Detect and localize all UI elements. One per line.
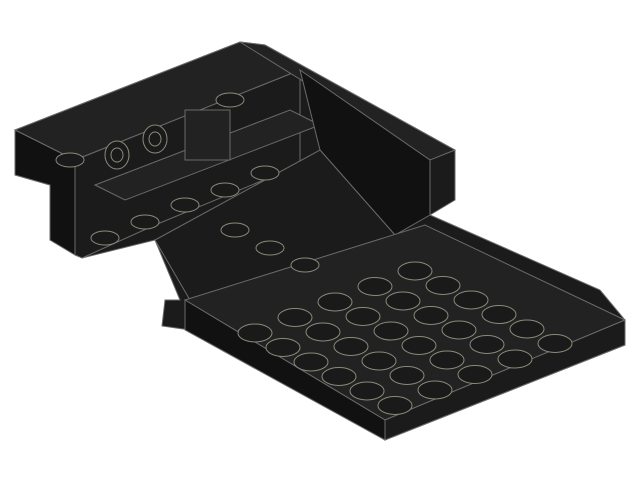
stud-grid bbox=[55, 92, 573, 415]
stud bbox=[345, 307, 381, 326]
stud bbox=[377, 396, 413, 415]
stud bbox=[457, 365, 493, 384]
stud bbox=[389, 366, 425, 385]
pin-hole bbox=[110, 147, 124, 163]
stud bbox=[357, 277, 393, 296]
stud bbox=[349, 381, 385, 401]
stud bbox=[333, 337, 369, 356]
stud bbox=[385, 291, 421, 311]
stud bbox=[255, 240, 285, 256]
tower-side-face bbox=[299, 68, 431, 236]
stud bbox=[290, 257, 320, 273]
stud bbox=[361, 351, 397, 371]
stud bbox=[397, 261, 433, 281]
stud bbox=[429, 350, 465, 370]
stud bbox=[321, 367, 357, 386]
stud bbox=[305, 322, 341, 342]
stud bbox=[170, 197, 200, 213]
stud bbox=[497, 349, 533, 369]
pin-hole bbox=[148, 131, 162, 147]
stud bbox=[373, 321, 409, 341]
stud bbox=[317, 292, 353, 312]
stud bbox=[469, 335, 505, 354]
clip-block bbox=[184, 109, 231, 161]
stud bbox=[509, 319, 545, 339]
stud bbox=[425, 276, 461, 295]
stud bbox=[413, 306, 449, 325]
stud bbox=[220, 222, 250, 238]
stud bbox=[265, 338, 301, 357]
stud bbox=[441, 320, 477, 340]
stud bbox=[417, 380, 453, 400]
stud bbox=[401, 336, 437, 355]
stud bbox=[537, 334, 573, 353]
stud bbox=[277, 308, 313, 327]
stud bbox=[215, 92, 245, 108]
stud bbox=[453, 290, 489, 310]
stud bbox=[237, 323, 273, 343]
stud bbox=[481, 305, 517, 324]
stud bbox=[293, 352, 329, 372]
stud bbox=[55, 152, 85, 168]
stud bbox=[130, 214, 160, 230]
stud bbox=[90, 230, 120, 246]
stud bbox=[250, 165, 280, 181]
stud bbox=[210, 182, 240, 198]
